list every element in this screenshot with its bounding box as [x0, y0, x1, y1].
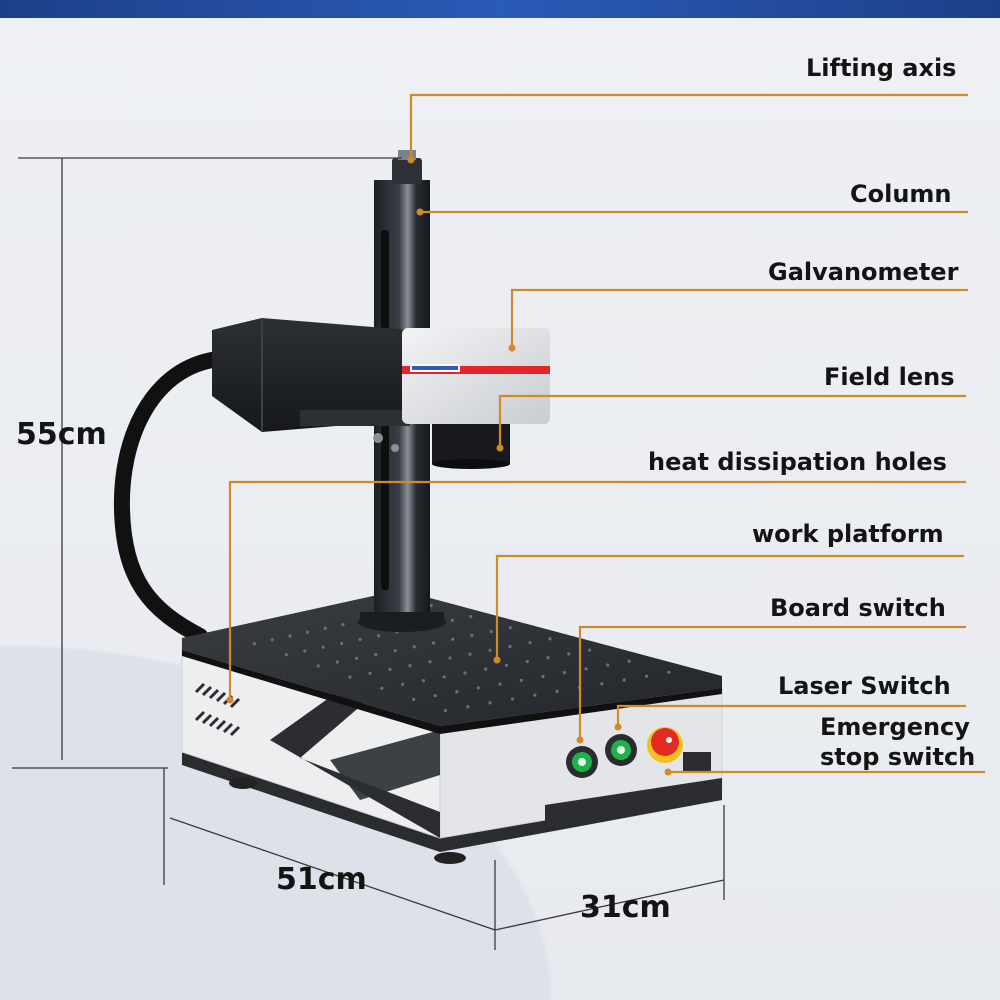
top-banner [0, 0, 1000, 18]
dimension-width: 31cm [580, 890, 671, 925]
label-field-lens: Field lens [824, 363, 955, 391]
leader-board-switch [578, 625, 966, 740]
foot-left [229, 777, 257, 789]
leader-laser-switch [616, 704, 966, 727]
label-emergency-line1: Emergency [820, 713, 970, 741]
laser-switch [605, 734, 637, 766]
leader-heat-holes [228, 480, 966, 700]
dimension-length: 51cm [276, 862, 367, 897]
lifting-axis-cap [392, 158, 422, 184]
galvanometer-head [402, 328, 550, 424]
leader-field-lens [498, 394, 966, 448]
emergency-stop-switch [647, 727, 683, 763]
label-lifting-axis: Lifting axis [806, 54, 957, 82]
housing-trim [270, 690, 440, 838]
galvanometer-stripe [402, 366, 550, 374]
heat-dissipation-vents [194, 682, 241, 737]
label-emergency-line2: stop switch [820, 743, 976, 771]
field-lens [432, 424, 510, 464]
label-column: Column [850, 180, 952, 208]
leader-lines [228, 93, 985, 774]
dimension-lines [12, 157, 725, 950]
fiber-cable [113, 352, 220, 644]
leader-dots [226, 156, 672, 776]
label-work-platform: work platform [752, 520, 944, 548]
dimension-height: 55cm [16, 417, 107, 452]
label-board-switch: Board switch [770, 594, 946, 622]
leader-galvanometer [510, 288, 968, 348]
board-switch [566, 746, 598, 778]
leader-work-platform [495, 554, 964, 660]
leader-lifting-axis [409, 93, 968, 158]
label-galvanometer: Galvanometer [768, 258, 959, 286]
work-platform-top [182, 590, 722, 726]
foot-front [434, 852, 466, 864]
label-laser-switch: Laser Switch [778, 672, 951, 700]
label-heat-dissipation-holes: heat dissipation holes [648, 448, 947, 476]
